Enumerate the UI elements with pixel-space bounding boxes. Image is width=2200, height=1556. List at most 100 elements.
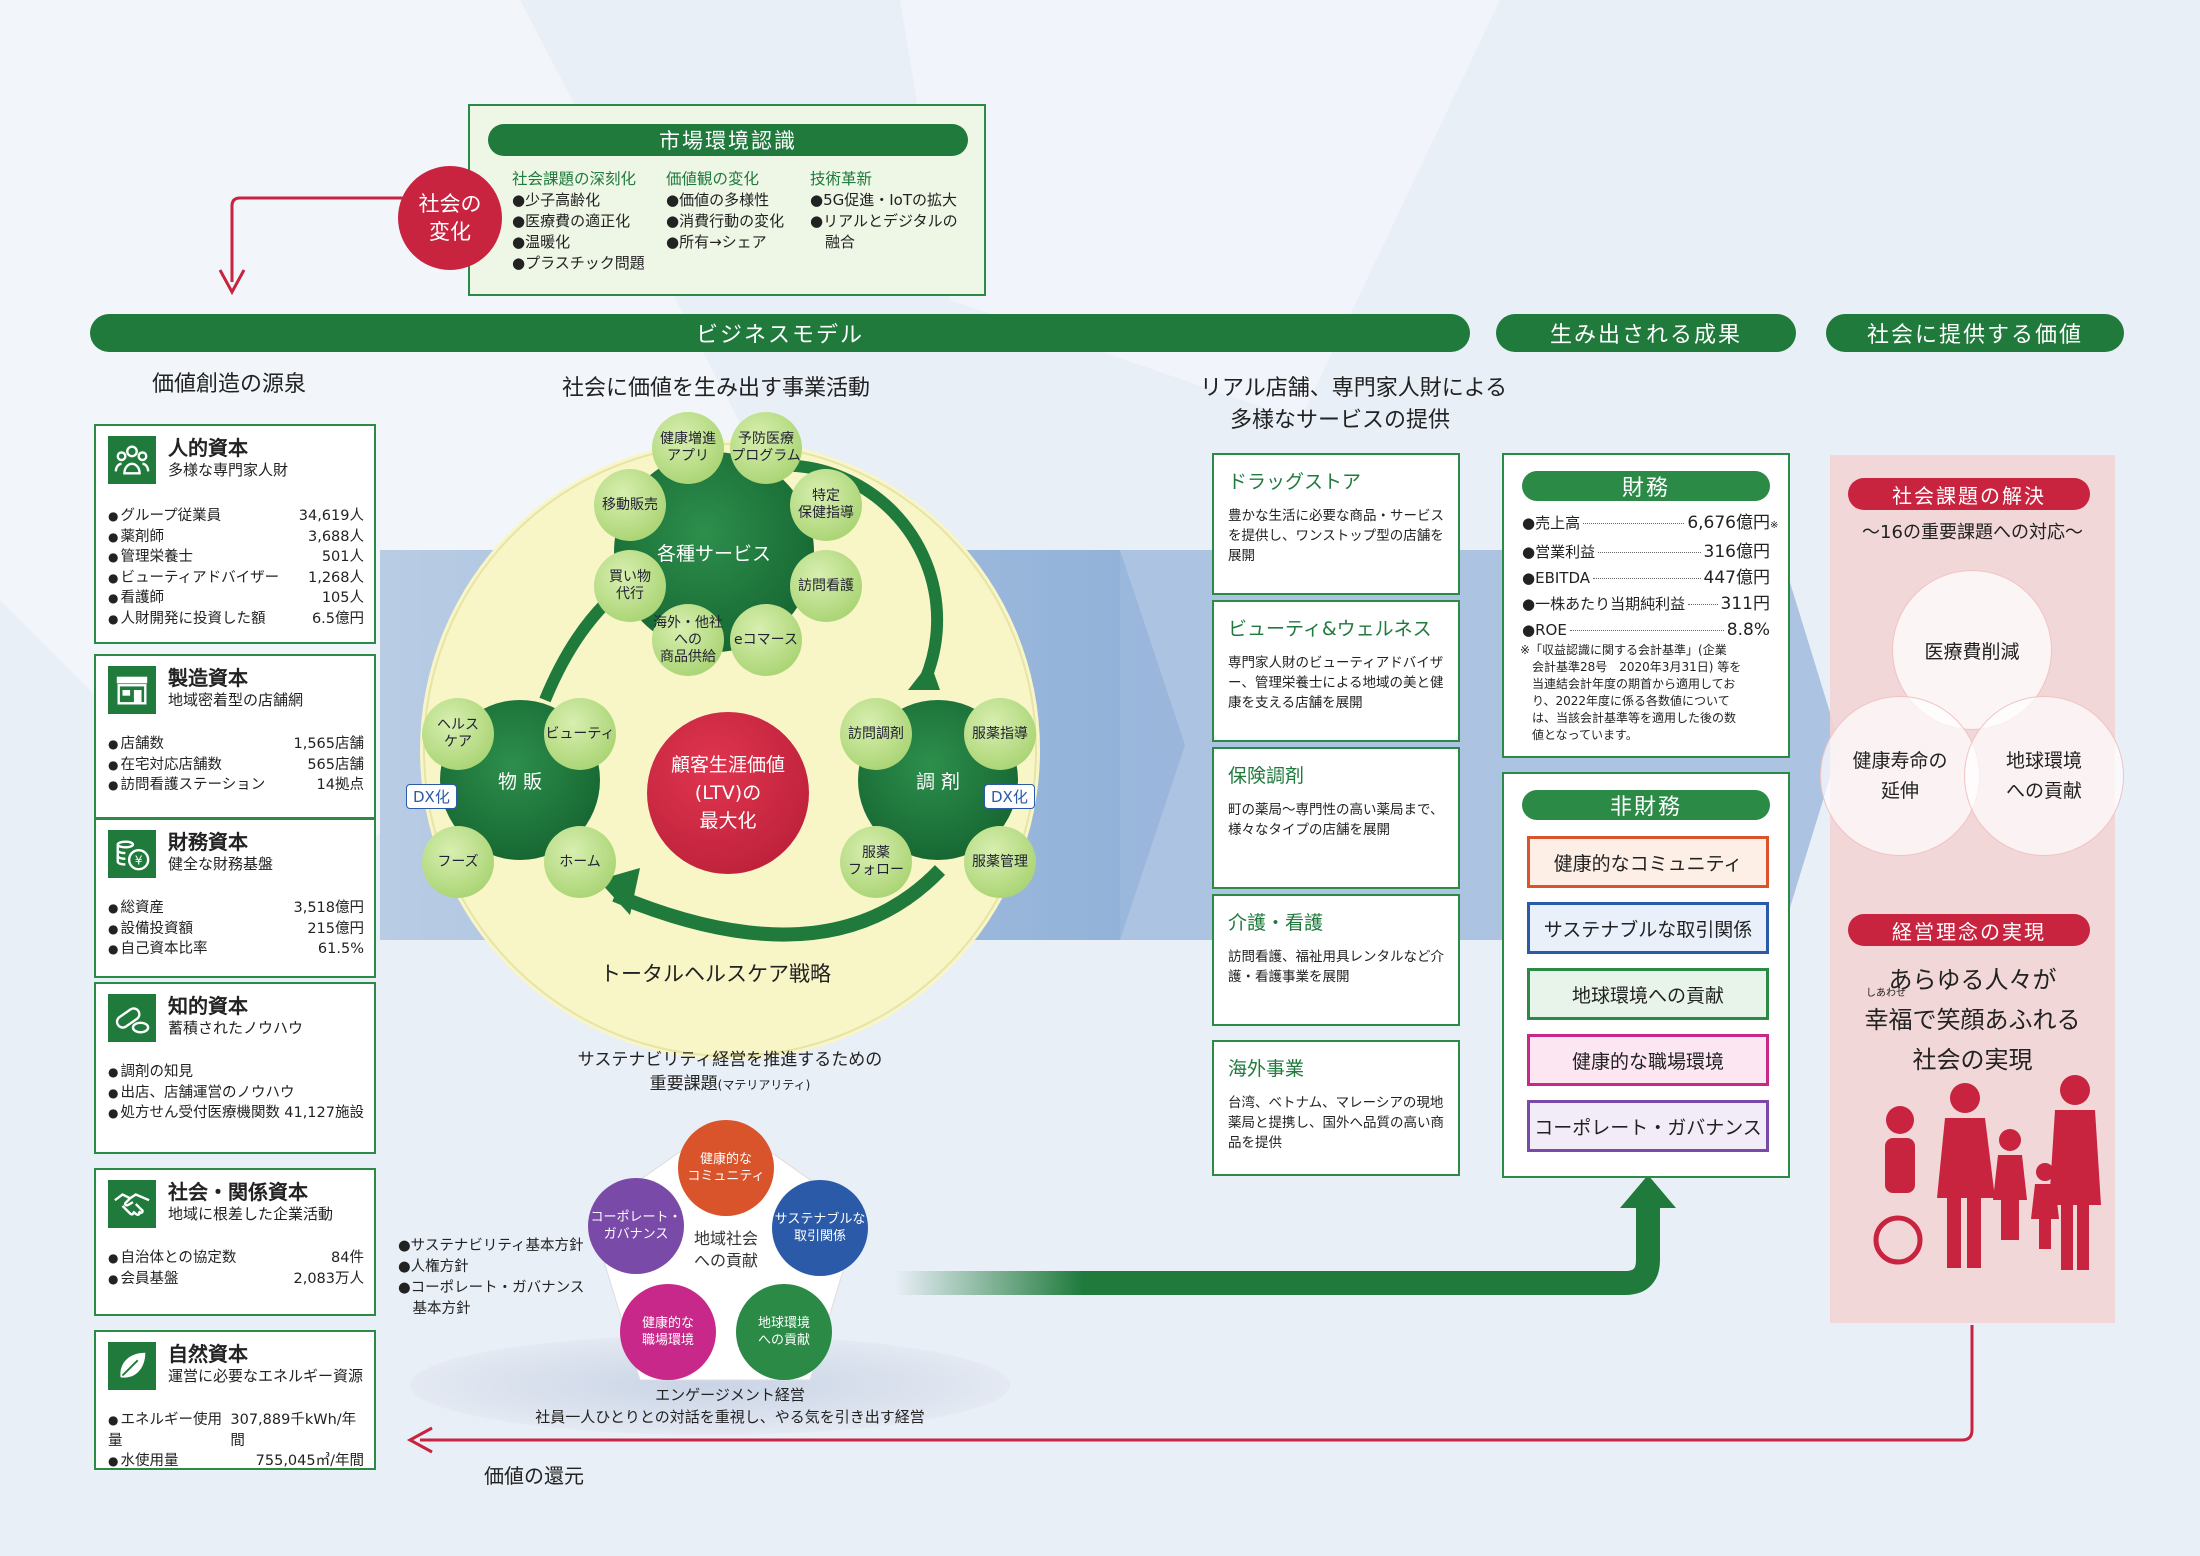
service-box-2: ビューティ&ウェルネス専門家人財のビューティアドバイザー、管理栄養士による地域の… (1212, 600, 1460, 742)
people-icon (108, 436, 156, 484)
svg-text:¥: ¥ (135, 853, 143, 867)
service-desc: 台湾、ベトナム、マレーシアの現地薬局と提携し、国外へ品質の高い商品を提供 (1228, 1095, 1444, 1151)
dispensing-ball-1: 訪問調剤 (840, 698, 912, 770)
service-box-5: 海外事業台湾、ベトナム、マレーシアの現地薬局と提携し、国外へ品質の高い商品を提供 (1212, 1040, 1460, 1176)
capital-subtitle: 多様な専門家人財 (168, 461, 289, 479)
service-title: 介護・看護 (1228, 912, 1324, 934)
policies: ●サステナビリティ基本方針●人権方針●コーポレート・ガバナンス 基本方針 (398, 1238, 585, 1317)
outcomes-header: 生み出される成果 (1496, 314, 1796, 352)
service-ball-8: 移動販売 (594, 469, 666, 541)
service-title: ドラッグストア (1228, 471, 1362, 493)
issues-subtitle: ～16の重要課題への対応～ (1862, 522, 2083, 543)
store-icon (108, 666, 156, 714)
service-title: 保険調剤 (1228, 765, 1305, 787)
capital-box-3: ¥ 財務資本健全な財務基盤総資産3,518億円設備投資額215億円自己資本比率61… (94, 818, 376, 978)
materiality-item-5: コーポレート・ ガバナンス (588, 1178, 684, 1274)
leaf-icon (108, 1342, 156, 1390)
dispensing-ball-3: 服薬管理 (964, 826, 1036, 898)
business-model-header: ビジネスモデル (90, 314, 1470, 352)
capital-subtitle: 地域密着型の店舗網 (168, 691, 304, 709)
service-ball-5: eコマース (730, 604, 802, 676)
capital-box-2: 製造資本地域密着型の店舗網店舗数1,565店舗在宅対応店舗数565店舗訪問看護ス… (94, 654, 376, 819)
capital-box-6: 自然資本運営に必要なエネルギー資源エネルギー使用量307,889千kWh/年間水… (94, 1330, 376, 1470)
capital-row: 出店、店舗運営のノウハウ (108, 1083, 364, 1104)
market-col-3-head: 技術革新 (810, 170, 873, 188)
dx-label-left: DX化 (406, 784, 457, 809)
social-change-badge: 社会の変化 (398, 166, 502, 270)
ruby-text: しあわせ (1866, 988, 1906, 999)
market-col-2: 価値観の変化 ●価値の多様性 ●消費行動の変化 ●所有→シェア (666, 170, 785, 251)
philosophy-title: 経営理念の実現 (1848, 914, 2090, 946)
sales-ball-1: ヘルス ケア (422, 698, 494, 770)
finance-box (1502, 453, 1790, 758)
capital-title: 製造資本 (168, 666, 248, 690)
nonfinance-item-3: 地球環境への貢献 (1527, 968, 1769, 1020)
nonfinance-item-1: 健康的なコミュニティ (1527, 836, 1769, 888)
market-col-3: 技術革新 ●5G促進・IoTの拡大 ●リアルとデジタルの 融合 (810, 170, 958, 251)
service-box-1: ドラッグストア豊かな生活に必要な商品・サービスを提供し、ワンストップ型の店舗を展… (1212, 453, 1460, 595)
handshake-icon (108, 1180, 156, 1228)
philosophy-text: あらゆる人々が しあわせ幸福で笑顔あふれる 社会の実現 (1830, 960, 2115, 1080)
service-ball-1: 健康増進 アプリ (652, 412, 724, 484)
nonfinance-item-2: サステナブルな取引関係 (1527, 902, 1769, 954)
activities-title: 社会に価値を生み出す事業活動 (562, 376, 871, 401)
service-ball-3: 特定 保健指導 (790, 469, 862, 541)
finance-note-line: 値となっています。 (1520, 728, 1638, 742)
issues-title: 社会課題の解決 (1848, 478, 2090, 510)
dispensing-ball-2: 服薬指導 (964, 698, 1036, 770)
service-desc: 訪問看護、福祉用具レンタルなど介護・看護事業を展開 (1228, 949, 1444, 985)
materiality-center: 地域社会への貢献 (693, 1229, 758, 1270)
capital-subtitle: 蓄積されたノウハウ (168, 1019, 304, 1037)
sales-ball-3: ホーム (544, 826, 616, 898)
family-silhouette-icon (1873, 1075, 2101, 1270)
nonfinance-item-4: 健康的な職場環境 (1527, 1034, 1769, 1086)
materiality-item-1: 健康的な コミュニティ (678, 1120, 774, 1216)
capital-subtitle: 健全な財務基盤 (168, 855, 274, 873)
sources-title: 価値創造の源泉 (152, 372, 307, 397)
capital-list: 自治体との協定数84件会員基盤2,083万人 (108, 1248, 364, 1289)
pill-icon (108, 994, 156, 1042)
materiality-item-4: 健康的な 職場環境 (620, 1284, 716, 1380)
capital-box-1: 人的資本多様な専門家人財グループ従業員34,619人薬剤師3,688人管理栄養士… (94, 424, 376, 644)
service-title: ビューティ&ウェルネス (1228, 618, 1432, 640)
capital-subtitle: 運営に必要なエネルギー資源 (168, 1367, 364, 1385)
service-desc: 豊かな生活に必要な商品・サービスを提供し、ワンストップ型の店舗を展開 (1228, 508, 1444, 564)
finance-note-line: 会計基準28号 2020年3月31日) 等を (1520, 660, 1742, 674)
capital-title: 自然資本 (168, 1342, 248, 1366)
finance-note-line: ※「収益認識に関する会計基準」(企業 (1520, 643, 1727, 657)
coins-icon: ¥ (108, 830, 156, 878)
service-ball-7: 買い物 代行 (594, 550, 666, 622)
finance-note-line: り、2022年度に係る各数値について (1520, 694, 1730, 708)
service-ball-6: 海外・他社 への 商品供給 (652, 604, 724, 676)
sales-ball-4: フーズ (422, 826, 494, 898)
materiality-item-3: 地球環境 への貢献 (736, 1284, 832, 1380)
service-desc: 町の薬局～専門性の高い薬局まで、様々なタイプの店舗を展開 (1228, 802, 1444, 838)
finance-note-line: は、当該会計基準等を適用した後の数 (1520, 711, 1737, 725)
dx-label-right: DX化 (984, 784, 1035, 809)
market-col-1-head: 社会課題の深刻化 (512, 170, 637, 188)
nonfinance-item-5: コーポレート・ガバナンス (1527, 1100, 1769, 1152)
capital-title: 財務資本 (168, 830, 248, 854)
market-col-2-head: 価値観の変化 (666, 170, 760, 188)
ltv-center: 顧客生涯価値(LTV)の最大化 (647, 712, 809, 874)
capital-list: 調剤の知見出店、店舗運営のノウハウ処方せん受付医療機関数41,127施設 (108, 1062, 364, 1124)
market-title: 市場環境認識 (488, 124, 968, 156)
nonfinance-title: 非財務 (1522, 790, 1770, 820)
issue-circle-2: 健康寿命の 延伸 (1820, 696, 1980, 856)
service-box-3: 保険調剤町の薬局～専門性の高い薬局まで、様々なタイプの店舗を展開 (1212, 747, 1460, 889)
